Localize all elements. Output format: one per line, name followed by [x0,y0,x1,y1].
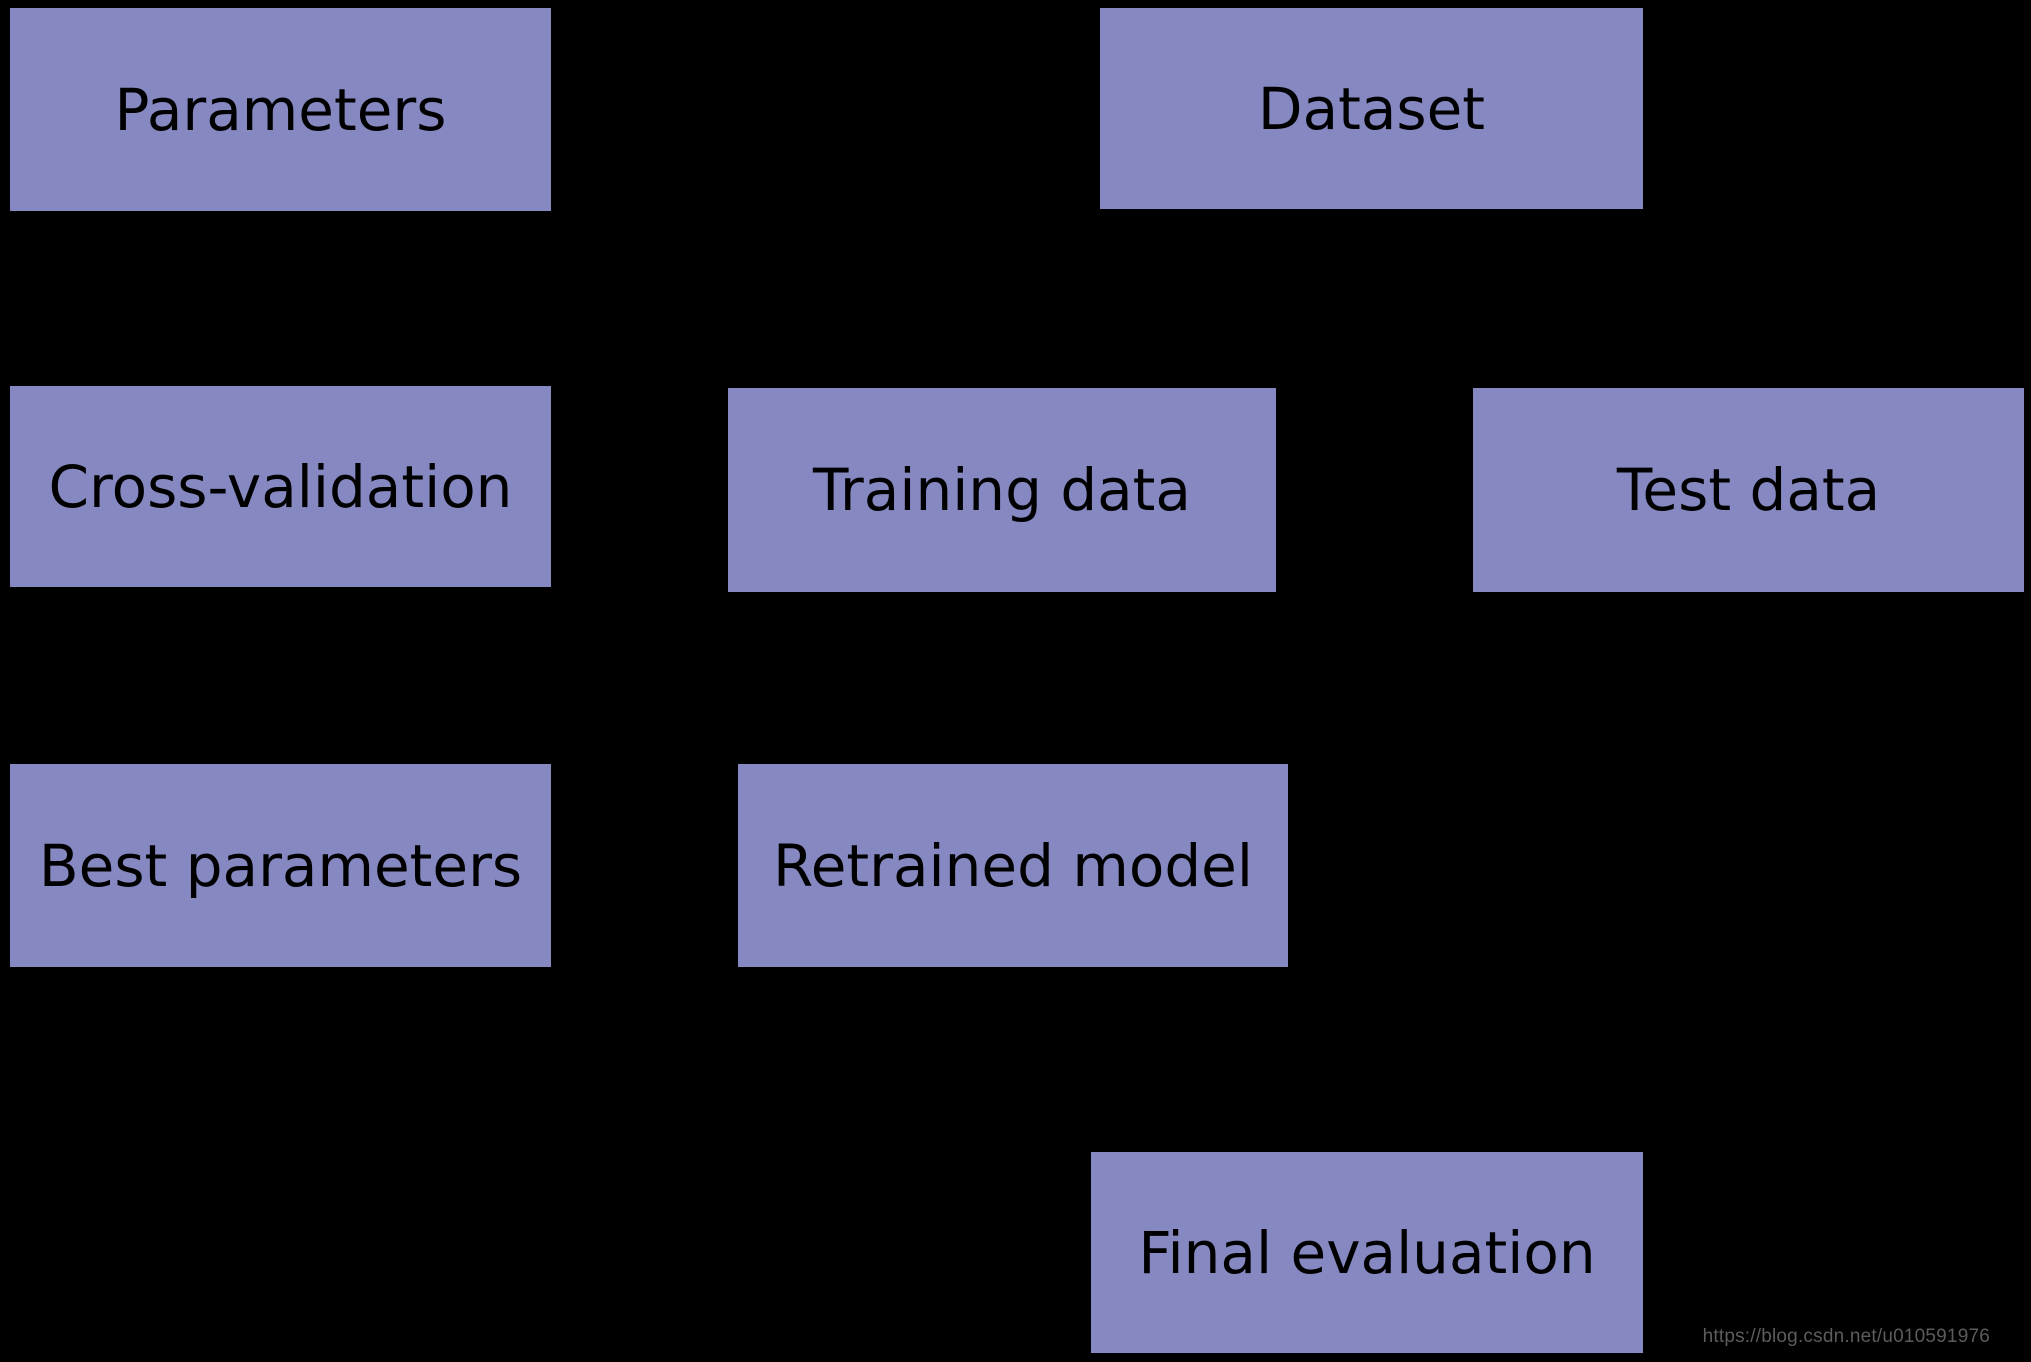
node-retrained-model[interactable]: Retrained model [738,764,1288,967]
node-cross-validation[interactable]: Cross-validation [10,386,551,587]
node-best-parameters-label: Best parameters [38,831,523,900]
node-training-data-label: Training data [813,456,1191,524]
node-parameters[interactable]: Parameters [10,8,551,211]
node-final-evaluation-label: Final evaluation [1138,1218,1596,1287]
node-retrained-model-label: Retrained model [773,831,1253,900]
node-final-evaluation[interactable]: Final evaluation [1091,1152,1643,1353]
node-cross-validation-label: Cross-validation [48,452,513,521]
node-best-parameters[interactable]: Best parameters [10,764,551,967]
node-training-data[interactable]: Training data [728,388,1276,592]
node-test-data-label: Test data [1616,456,1881,524]
node-dataset-label: Dataset [1257,74,1486,143]
node-parameters-label: Parameters [114,75,447,144]
node-dataset[interactable]: Dataset [1100,8,1643,209]
node-test-data[interactable]: Test data [1473,388,2024,592]
watermark-url: https://blog.csdn.net/u010591976 [1702,1326,1990,1347]
